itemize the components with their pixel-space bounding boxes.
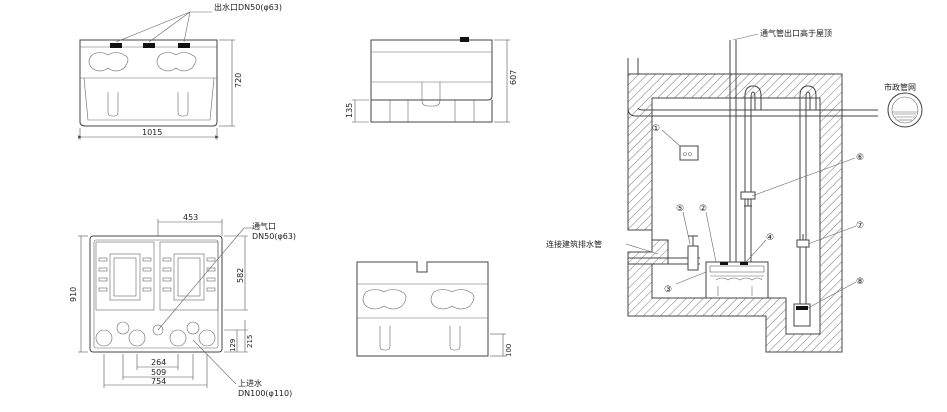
dim-135: 135 [345, 103, 354, 118]
dim-129: 129 [229, 339, 237, 352]
installation-diagram [625, 33, 923, 353]
vent-roof-label: 通气管出口高于屋顶 [760, 28, 832, 38]
dim-720: 720 [234, 73, 243, 88]
callout-6: ⑥ [856, 153, 864, 163]
vent-label-1: 通气口 [252, 221, 276, 231]
dim-264: 264 [151, 358, 166, 367]
inlet-label-2: DN100(φ110) [238, 389, 292, 398]
callout-4: ④ [766, 233, 774, 243]
inlet-label-1: 上进水 [238, 378, 262, 388]
dim-910: 910 [69, 287, 78, 302]
callout-2: ② [699, 204, 707, 214]
dim-1015: 1015 [142, 128, 162, 137]
dim-607: 607 [509, 70, 518, 85]
municipal-label: 市政管网 [884, 82, 916, 92]
dim-215: 215 [246, 335, 254, 348]
dim-754: 754 [151, 377, 166, 386]
callout-8: ⑧ [856, 277, 864, 287]
dim-100: 100 [505, 344, 513, 357]
callout-1: ① [652, 124, 660, 134]
rear-view [356, 261, 506, 357]
callout-5: ⑤ [676, 204, 684, 214]
vent-label-2: DN50(φ63) [252, 232, 296, 241]
dim-582: 582 [236, 268, 245, 283]
top-view [78, 219, 254, 388]
top-outlet-label: 出水口DN50(φ63) [214, 2, 282, 12]
front-view [78, 11, 235, 140]
dim-509: 509 [151, 368, 166, 377]
connect-drain-label: 连接建筑排水管 [546, 239, 602, 249]
callout-3: ③ [664, 285, 672, 295]
side-view [352, 37, 510, 123]
dim-453: 453 [183, 213, 198, 222]
callout-7: ⑦ [856, 221, 864, 231]
